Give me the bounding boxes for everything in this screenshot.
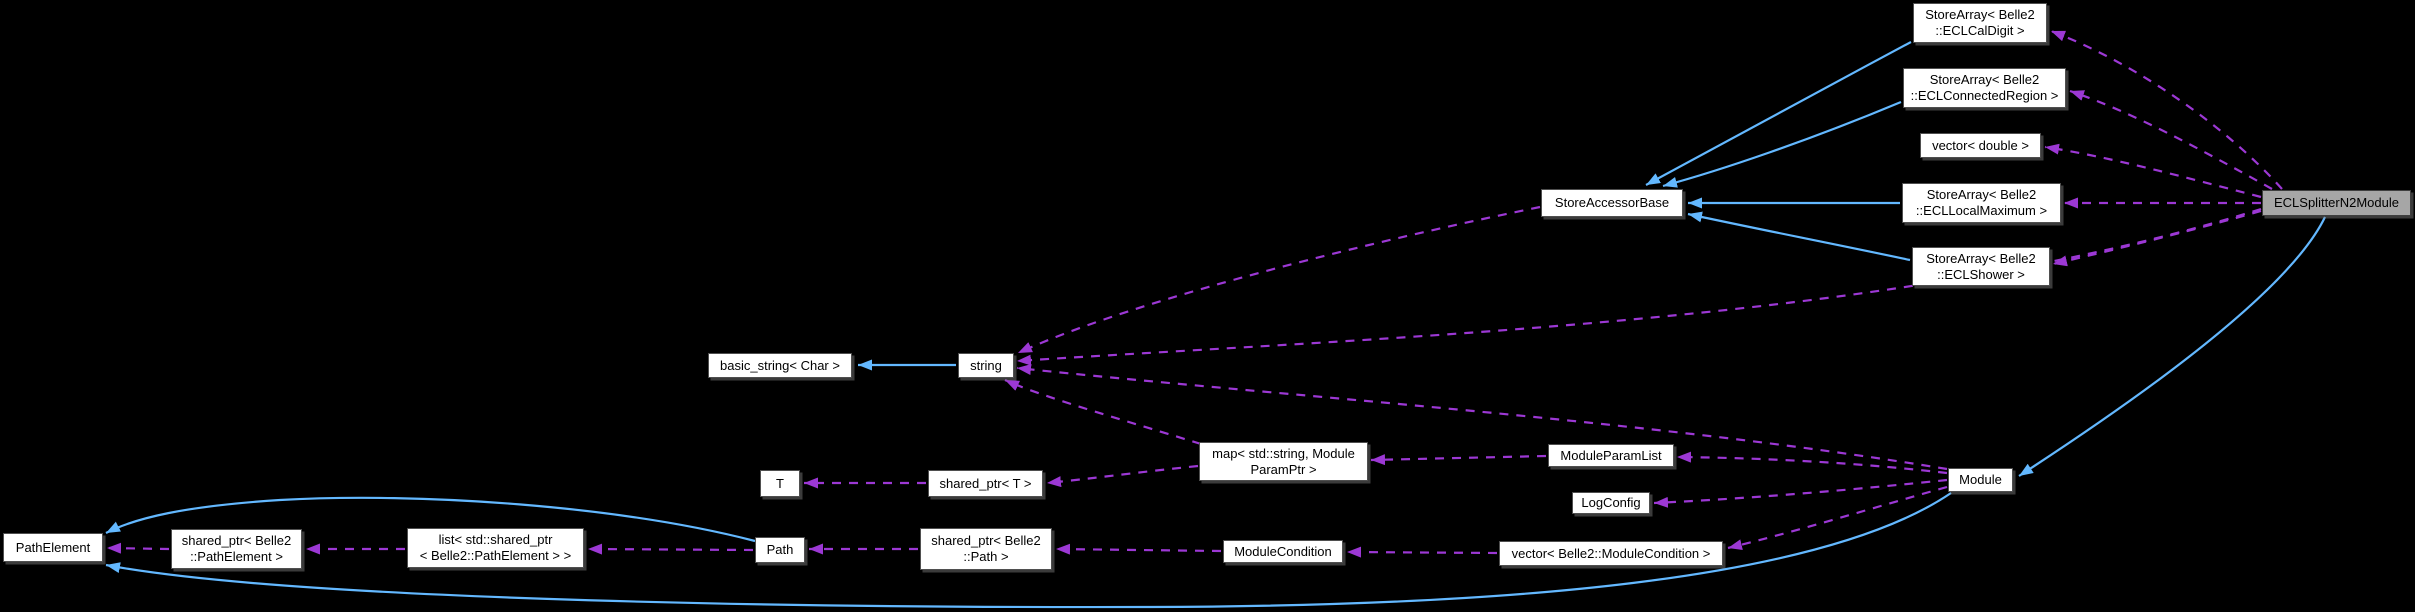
edge-eclcaldigit-to-storeaccessorbase (1645, 41, 1912, 186)
node-map-string-moduleparamptr[interactable]: map< std::string, Module ParamPtr > (1199, 442, 1368, 481)
edge-module-to-moduleparamlist (1676, 451, 1948, 475)
edge-module-to-vectormodulecondition (1727, 485, 1948, 551)
edge-module-to-pathelement (105, 492, 1952, 609)
edge-map-to-string (1004, 378, 1202, 446)
edge-moduleparamlist-to-map (1370, 454, 1547, 466)
node-storearray-ecllocalmaximum[interactable]: StoreArray< Belle2 ::ECLLocalMaximum > (1902, 183, 2061, 223)
node-storearray-eclcaldigit[interactable]: StoreArray< Belle2 ::ECLCalDigit > (1913, 3, 2047, 43)
node-shared-ptr-pathelement[interactable]: shared_ptr< Belle2 ::PathElement > (171, 529, 302, 569)
node-vector-double[interactable]: vector< double > (1920, 133, 2041, 158)
edge-map-to-sharedptrt (1046, 464, 1199, 488)
edge-sharedptrpathelement-to-pathelement (106, 542, 170, 554)
node-pathelement[interactable]: PathElement (3, 533, 103, 562)
edge-eclconnectedregion-to-storeaccessorbase (1662, 100, 1902, 188)
node-path[interactable]: Path (755, 537, 805, 563)
node-vector-modulecondition[interactable]: vector< Belle2::ModuleCondition > (1499, 541, 1723, 566)
edge-eclsplitter-to-string (1016, 207, 2262, 366)
node-moduleparamlist[interactable]: ModuleParamList (1548, 444, 1674, 467)
edge-eclsplitter-to-module (2018, 216, 2326, 477)
node-storearray-eclconnectedregion[interactable]: StoreArray< Belle2 ::ECLConnectedRegion … (1903, 68, 2066, 108)
node-modulecondition[interactable]: ModuleCondition (1223, 540, 1343, 563)
node-basic-string-char[interactable]: basic_string< Char > (708, 353, 852, 378)
node-shared-ptr-t[interactable]: shared_ptr< T > (928, 470, 1043, 497)
node-string[interactable]: string (958, 353, 1014, 378)
node-storeaccessorbase[interactable]: StoreAccessorBase (1541, 189, 1683, 217)
edge-eclsplitter-to-vectordouble (2044, 143, 2262, 199)
node-eclsplittern2module[interactable]: ECLSplitterN2Module (2262, 190, 2411, 216)
node-module[interactable]: Module (1948, 468, 2013, 492)
edge-eclsplitter-to-eclcaldigit (2050, 29, 2283, 190)
edge-module-to-string (1016, 364, 1948, 471)
edge-module-to-logconfig (1653, 478, 1948, 508)
node-logconfig[interactable]: LogConfig (1572, 492, 1650, 514)
node-t[interactable]: T (760, 470, 800, 497)
edge-path-to-list (587, 543, 754, 555)
edge-modulecondition-to-sharedptrpath (1055, 543, 1222, 555)
node-list-shared-ptr-pathelement[interactable]: list< std::shared_ptr < Belle2::PathElem… (407, 528, 584, 568)
edge-eclshower-to-storeaccessorbase (1687, 211, 1911, 262)
edge-path-to-pathelement (105, 496, 756, 543)
edge-vectormodulecondition-to-modulecondition (1346, 546, 1498, 558)
edge-storeaccessorbase-to-string (1017, 205, 1541, 354)
node-storearray-eclshower[interactable]: StoreArray< Belle2 ::ECLShower > (1912, 247, 2050, 286)
node-shared-ptr-path[interactable]: shared_ptr< Belle2 ::Path > (920, 528, 1052, 570)
